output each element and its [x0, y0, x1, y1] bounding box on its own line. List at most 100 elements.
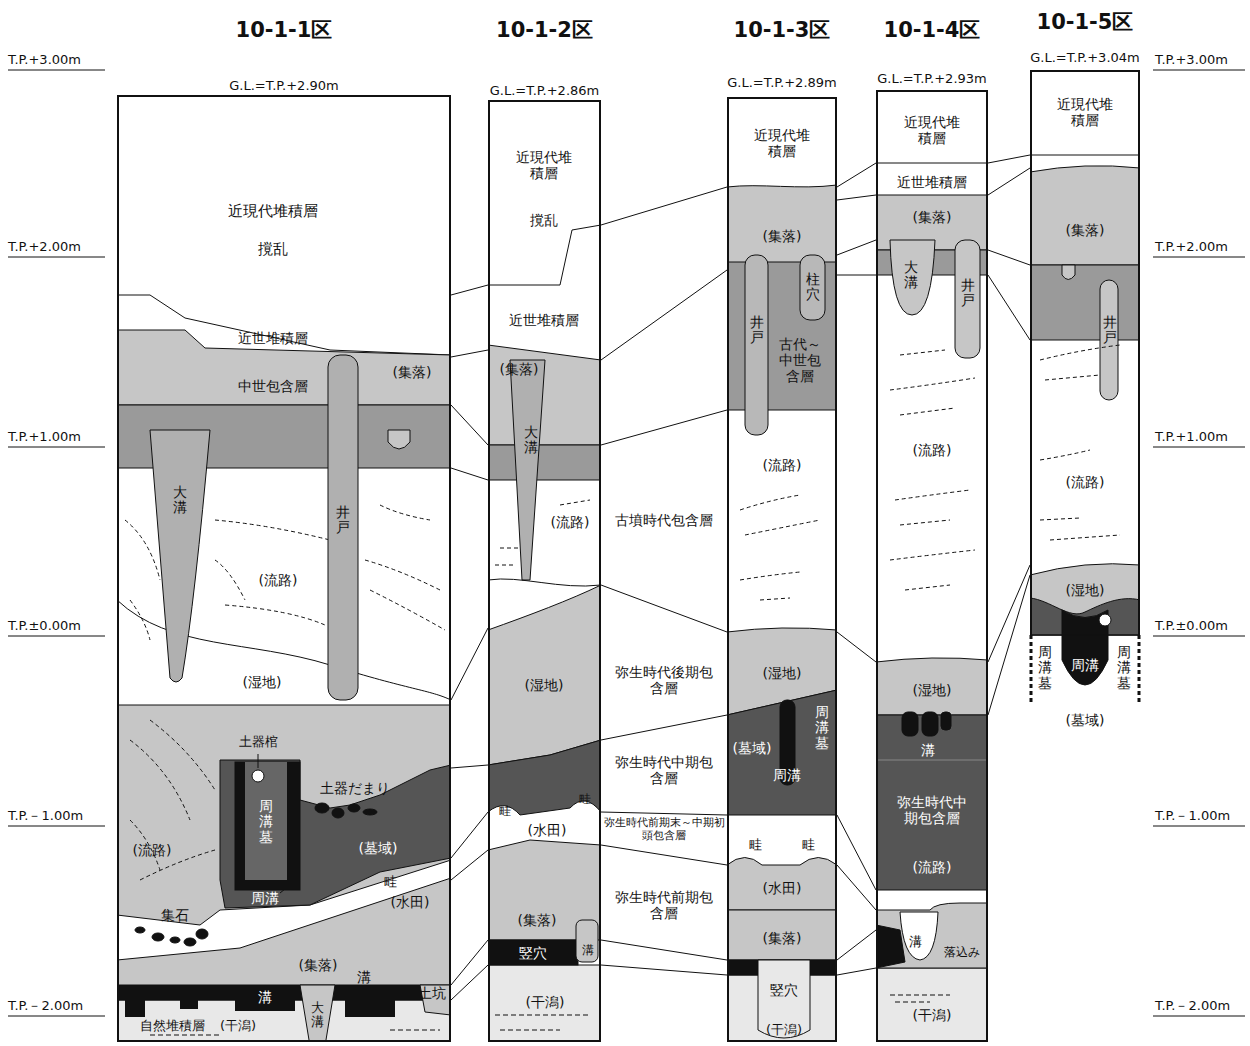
layer-label: 畦: [499, 805, 511, 819]
feature-label: 井戸: [750, 315, 764, 346]
feature-label: 大溝: [524, 425, 538, 456]
elevation-label: T.P.+2.00m: [1155, 240, 1228, 255]
layer-label: 撹乱: [258, 241, 288, 258]
layer-label: 近世堆積層: [897, 174, 967, 190]
layer-label: (流路): [259, 572, 298, 588]
layer-label: 弥生時代中期包含層: [897, 794, 967, 826]
layer-label: 周溝: [1071, 657, 1099, 673]
layer-label: (湿地): [1066, 582, 1105, 598]
feature-label: 井戸: [336, 505, 350, 536]
elevation-label: T.P.+1.00m: [1155, 430, 1228, 445]
feature-label: 大溝: [904, 260, 918, 291]
layer-label: 土器だまり: [320, 780, 390, 796]
layer-label: 中世包含層: [238, 378, 308, 394]
layer-label: (集落): [299, 957, 338, 973]
ground-level: G.L.=T.P.+2.90m: [229, 78, 338, 93]
layer-label: (湿地): [913, 682, 952, 698]
layer-label: (流路): [913, 442, 952, 458]
layer-label: 弥生時代中期包含層: [614, 754, 714, 786]
layer-label: 集石: [161, 907, 189, 923]
layer-label: (流路): [133, 842, 172, 858]
ground-level: G.L.=T.P.+3.04m: [1030, 50, 1139, 65]
layer-label: 畦: [384, 875, 397, 890]
layer-label: 土坑: [418, 985, 446, 1001]
layer-label: (墓域): [1066, 712, 1105, 728]
feature-label: 周溝墓: [1038, 645, 1052, 691]
layer-label: (集落): [763, 930, 802, 946]
layer-label: 畦: [802, 838, 815, 853]
elevation-label: T.P.－2.00m: [1155, 999, 1230, 1014]
ground-level: G.L.=T.P.+2.86m: [490, 83, 599, 98]
layer-label: 古墳時代包含層: [614, 512, 714, 528]
feature-label: 大溝: [173, 485, 187, 516]
trench-heading: 10-1-2区: [496, 16, 593, 44]
layer-label: (流路): [763, 457, 802, 473]
layer-label: (干潟): [766, 1023, 802, 1038]
elevation-label: T.P.±0.00m: [1155, 619, 1228, 634]
elevation-label: T.P.－1.00m: [1155, 809, 1230, 824]
elevation-label: T.P.+1.00m: [8, 430, 81, 445]
layer-label: (流路): [1066, 474, 1105, 490]
layer-label: (湿地): [763, 665, 802, 681]
feature-label: 井戸: [1103, 315, 1117, 346]
layer-label: 竪穴: [519, 945, 547, 961]
layer-label: (干潟): [220, 1019, 256, 1034]
feature-label: 周溝墓: [815, 705, 829, 751]
layer-label: 周溝: [773, 767, 801, 783]
ground-level: G.L.=T.P.+2.93m: [877, 71, 986, 86]
ground-level: G.L.=T.P.+2.89m: [727, 75, 836, 90]
layer-label: 土器棺: [239, 735, 278, 750]
layer-label: (流路): [551, 514, 590, 530]
feature-label: 周溝墓: [1117, 645, 1131, 691]
layer-label: 近世堆積層: [509, 312, 579, 328]
layer-label: 近現代堆積層: [1054, 96, 1116, 128]
layer-label: 弥生時代前期包含層: [614, 889, 714, 921]
elevation-label: T.P.+3.00m: [8, 53, 81, 68]
layer-label: (水田): [391, 894, 430, 910]
layer-label: 周溝: [251, 890, 279, 906]
layer-label: 近現代堆積層: [513, 149, 575, 181]
layer-label: 弥生時代後期包含層: [614, 664, 714, 696]
elevation-label: T.P.±0.00m: [8, 619, 81, 634]
layer-label: 近現代堆積層: [228, 203, 318, 220]
layer-label: (集落): [763, 228, 802, 244]
layer-label: (干潟): [913, 1007, 952, 1023]
layer-label: 溝: [582, 944, 594, 958]
layer-label: 畦: [749, 838, 762, 853]
elevation-label: T.P.－2.00m: [8, 999, 83, 1014]
layer-label: (墓域): [733, 740, 772, 756]
layer-label: 畦: [579, 793, 591, 807]
trench-heading: 10-1-1区: [236, 16, 333, 44]
layer-label: (水田): [528, 822, 567, 838]
layer-label: 近現代堆積層: [901, 114, 963, 146]
layer-label: 近現代堆積層: [751, 127, 813, 159]
layer-label: (湿地): [243, 674, 282, 690]
trench-column: 10-1-2区G.L.=T.P.+2.86m: [488, 100, 601, 1042]
layer-label: (水田): [763, 880, 802, 896]
layer-label: (集落): [500, 361, 539, 377]
layer-label: 溝: [909, 935, 922, 950]
trench-heading: 10-1-4区: [884, 16, 981, 44]
layer-label: (集落): [518, 912, 557, 928]
layer-label: (干潟): [526, 994, 565, 1010]
elevation-label: T.P.+2.00m: [8, 240, 81, 255]
trench-heading: 10-1-5区: [1037, 8, 1134, 36]
layer-label: 撹乱: [530, 212, 558, 228]
trench-column: 10-1-5区G.L.=T.P.+3.04m: [1030, 70, 1140, 635]
layer-label: 落込み: [944, 946, 980, 960]
layer-label: 自然堆積層: [140, 1019, 205, 1034]
layer-label: 弥生時代前期末～中期初頭包含層: [599, 817, 729, 842]
feature-label: 柱穴: [806, 272, 820, 303]
feature-label: 大溝: [311, 1001, 324, 1030]
layer-label: (集落): [1066, 222, 1105, 238]
layer-label: 溝: [921, 742, 935, 758]
layer-label: 古代～中世包含層: [776, 336, 824, 384]
layer-label: (湿地): [525, 677, 564, 693]
layer-label: 溝: [357, 969, 371, 985]
layer-label: 近世堆積層: [238, 330, 308, 346]
layer-label: (流路): [913, 859, 952, 875]
layer-label: (墓域): [359, 840, 398, 856]
trench-column: 10-1-4区G.L.=T.P.+2.93m: [876, 90, 988, 1042]
elevation-label: T.P.－1.00m: [8, 809, 83, 824]
layer-label: 竪穴: [770, 982, 798, 998]
